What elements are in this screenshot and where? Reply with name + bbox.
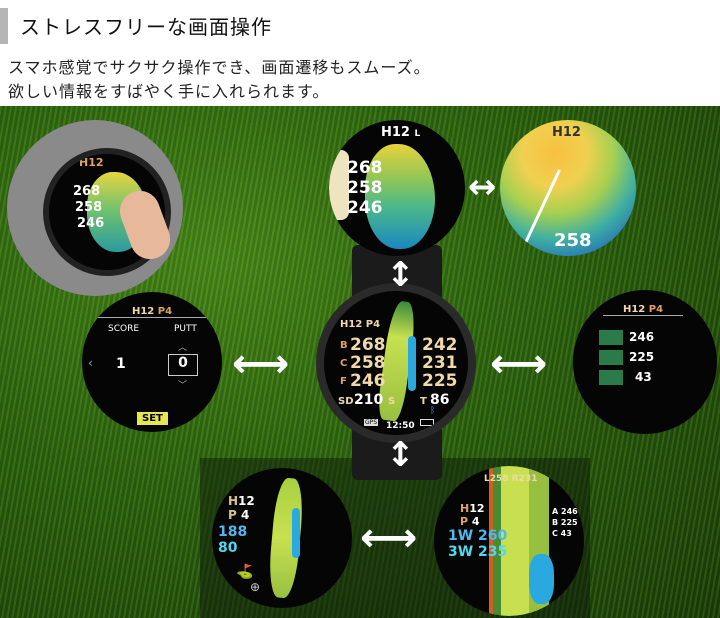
par-label: P [228,508,237,522]
putt-label: PUTT [174,324,197,334]
target-a: A 246 [552,506,578,517]
subtitle-line-2: 欲しい情報をすばやく手に入れられます。 [8,82,330,101]
total-value: 86 [430,392,450,408]
water-hazard [292,508,300,558]
hole-label: H12 [79,156,104,169]
score-entry-screen[interactable]: H12 P4 SCORE PUTT ‹ 1 0 ︿ ﹀ SET [82,292,222,432]
green-icon [599,350,623,365]
target-b: B 225 [552,517,578,528]
distance-back: 268 [350,335,386,355]
par-label: P4 [648,304,664,315]
distance-center: 258 [75,200,103,215]
hazard-distance: 246 [629,330,655,344]
label-b: B [340,340,348,351]
club-distance-3w: 3W 235 [448,544,508,560]
distance-target-to-pin: 80 [218,540,238,556]
layup-2: 231 [422,353,458,373]
hole-label: H12 [340,319,363,330]
label-c: C [340,358,348,369]
clock-time: 12:50 [386,421,415,431]
layup-1: 242 [422,335,458,355]
putt-value[interactable]: 0 [168,354,198,376]
water-hazard [529,554,554,604]
distance-back: 268 [347,158,383,178]
club-distance-1w: 1W 260 [448,528,508,544]
chevron-down-icon[interactable]: ﹀ [178,381,188,391]
hole-label: H12 [552,125,581,140]
s-label: S [388,396,396,407]
layup-3: 225 [422,371,458,391]
page-title: ストレスフリーな画面操作 [20,15,272,39]
hazard-list-screen[interactable]: H12 P4 246 225 43 [573,290,717,434]
double-arrow-horizontal-icon: ⟷ [490,341,548,387]
double-arrow-horizontal-icon: ↔ [468,167,497,207]
par-number: 4 [471,515,480,528]
chevron-left-icon[interactable]: ‹ [88,356,93,370]
double-arrow-vertical-icon: ↕ [386,435,415,475]
distance-front: 246 [350,371,386,391]
gps-icon: GPS [364,419,379,426]
club-icon: ⛳ [236,564,254,580]
target-label: B [552,518,559,527]
bluetooth-icon: ᛒ [430,406,436,416]
set-button[interactable]: SET [137,412,168,425]
hole-label: H12 [381,125,410,140]
chevron-up-icon[interactable]: ︿ [178,343,188,353]
course-map-screen[interactable]: H12 P 4 188 80 ⛳ ⊕ [212,468,352,608]
battery-icon [420,419,434,426]
hole-label: H [460,502,470,515]
right-distance: R231 [511,474,538,484]
target-distance: 225 [560,518,578,527]
hazard-icon [599,370,623,385]
distance: 258 [554,230,592,251]
touch-screen-circle: H12 268 258 246 [7,120,183,296]
target-label: A [552,507,559,516]
distance-front: 246 [347,198,383,218]
score-label: SCORE [108,324,140,334]
target-label: C [552,529,558,538]
bunker-icon [599,330,623,345]
left-distance: L258 [484,474,509,484]
water-hazard [408,336,416,391]
par-label: P4 [157,306,173,317]
target-distance: 246 [561,507,578,516]
double-arrow-vertical-icon: ↕ [386,255,415,295]
par-label: P4 [365,319,381,330]
t-label: T [420,396,427,407]
par-number: 4 [240,508,250,522]
label-f: F [340,376,347,387]
green-view-screen[interactable]: H12 L 268 258 246 [329,120,465,256]
zoom-icon[interactable]: ⊕ [250,580,261,594]
par-label: P [460,515,469,528]
hole-label: H12 [131,306,155,317]
distance-center: 258 [347,178,383,198]
layout-label: L [414,129,421,139]
score-value[interactable]: 1 [116,356,126,372]
distance-front: 246 [77,216,105,231]
sd-label: SD [338,396,354,407]
target-c: C 43 [552,528,578,539]
hole-label: H [228,494,239,508]
hole-label: H12 [622,304,646,315]
shot-distance: 210 [354,392,384,408]
main-watch-screen[interactable]: H12 P4 B C F 268 258 246 242 231 225 SD … [316,283,476,443]
hole-number: 12 [238,494,255,508]
hazard-distance: 225 [629,350,655,364]
club-distance-screen[interactable]: L258 R231 H12 P 4 1W 260 3W 235 A 246 B … [434,466,584,616]
double-arrow-horizontal-icon: ⟷ [360,515,418,561]
distance-center: 258 [350,353,386,373]
hazard-distance: 43 [635,370,652,384]
target-distance: 43 [560,529,572,538]
green-slope-heatmap-screen[interactable]: H12 258 [500,120,636,256]
hole-number: 12 [469,502,485,515]
distance-back: 268 [73,184,101,199]
header-accent-bar [0,8,8,44]
distance-to-target: 188 [218,524,248,540]
double-arrow-horizontal-icon: ⟷ [232,341,290,387]
subtitle-line-1: スマホ感覚でサクサク操作でき、画面遷移もスムーズ。 [8,58,431,77]
